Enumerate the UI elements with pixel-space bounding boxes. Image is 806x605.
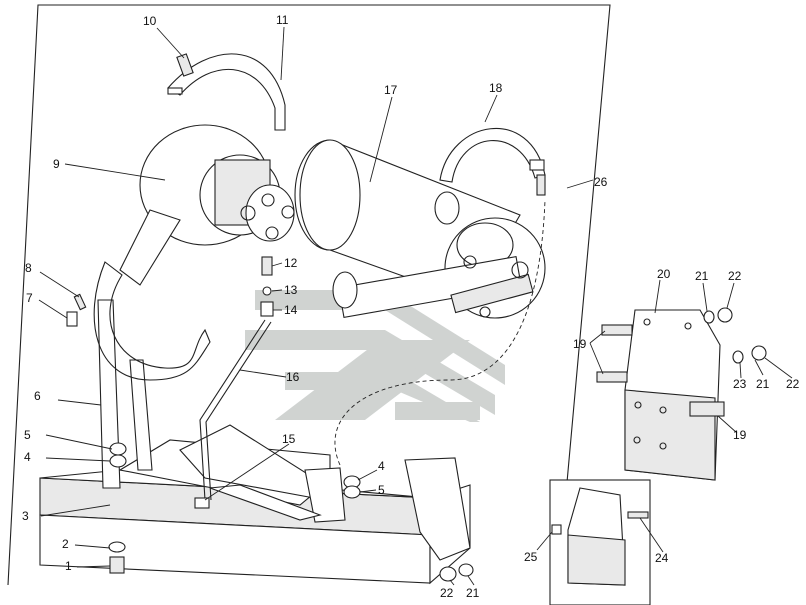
callout-19-a: 19 xyxy=(573,337,587,351)
callout-9: 9 xyxy=(53,157,60,171)
callout-1: 1 xyxy=(65,559,72,573)
inset-detail xyxy=(549,479,651,605)
callout-10: 10 xyxy=(143,14,157,28)
callout-21-c: 21 xyxy=(466,586,480,600)
callout-24: 24 xyxy=(655,551,669,565)
callout-14: 14 xyxy=(284,303,298,317)
callout-22-c: 22 xyxy=(440,586,454,600)
callout-labels: 10 11 17 18 9 26 8 12 20 21 22 13 7 14 1… xyxy=(22,13,800,600)
callout-18: 18 xyxy=(489,81,503,95)
fittings-7-8 xyxy=(66,293,87,327)
mounting-rails xyxy=(179,424,346,523)
end-cap-assembly xyxy=(332,217,546,319)
callout-15: 16 xyxy=(286,370,300,384)
mounting-plate-20 xyxy=(596,307,767,481)
air-cleaner-body xyxy=(119,124,295,286)
callout-5-a: 5 xyxy=(24,428,31,442)
bracket-stand xyxy=(93,261,211,489)
band-clamp-11 xyxy=(167,53,286,131)
callout-13: 13 xyxy=(284,283,298,297)
callout-26: 26 xyxy=(594,175,608,189)
tube-15 xyxy=(194,319,272,509)
callout-4-b: 4 xyxy=(378,459,385,473)
callout-25: 25 xyxy=(524,550,538,564)
bolt-10 xyxy=(176,53,194,77)
callout-21-b: 21 xyxy=(756,377,770,391)
strap-18 xyxy=(434,127,546,225)
callout-3: 3 xyxy=(22,509,29,523)
callout-19-b: 19 xyxy=(733,428,747,442)
callout-12: 12 xyxy=(284,256,298,270)
fittings-12-14 xyxy=(260,256,274,317)
callout-5-b: 5 xyxy=(378,483,385,497)
callout-17: 17 xyxy=(384,83,398,97)
dashed-route xyxy=(334,199,546,466)
callout-20: 20 xyxy=(657,267,671,281)
callout-2: 2 xyxy=(62,537,69,551)
callout-22-a: 22 xyxy=(728,269,742,283)
callout-7: 7 xyxy=(26,291,33,305)
callout-8: 8 xyxy=(25,261,32,275)
callout-21-a: 21 xyxy=(695,269,709,283)
callout-23: 23 xyxy=(733,377,747,391)
panel-frame xyxy=(7,4,611,586)
leader-lines xyxy=(38,26,793,586)
callout-11: 11 xyxy=(276,13,289,27)
callout-4-a: 4 xyxy=(24,450,31,464)
callout-22-b: 22 xyxy=(786,377,800,391)
callout-16: 15 xyxy=(282,432,296,446)
callout-6: 6 xyxy=(34,389,41,403)
